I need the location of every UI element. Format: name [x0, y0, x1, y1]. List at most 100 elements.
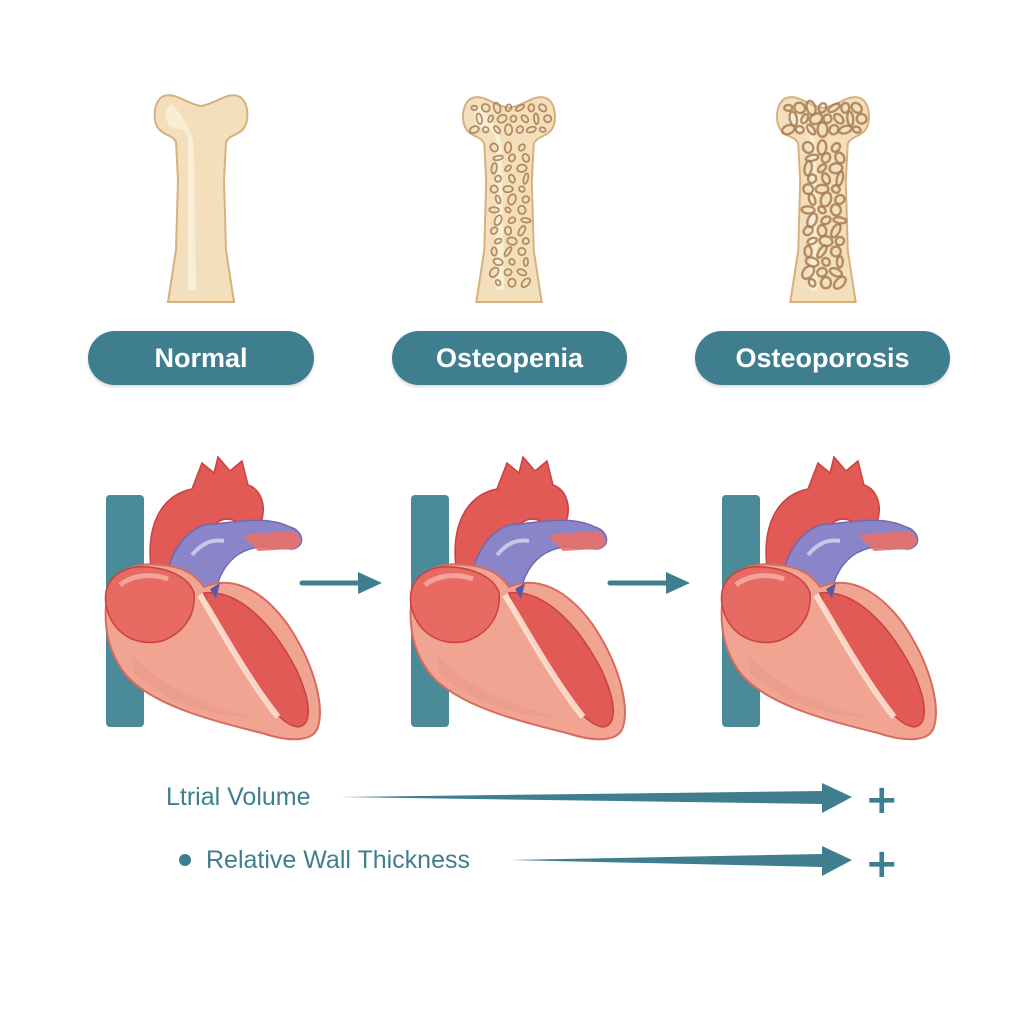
bone-pore — [506, 236, 518, 246]
bone-pore — [507, 277, 517, 288]
bone-pore — [480, 103, 491, 113]
bone-pore — [520, 277, 532, 289]
stage-label: Osteopenia — [435, 342, 584, 373]
bone-pore — [493, 237, 503, 245]
bone-pore — [814, 183, 830, 195]
bone-pore — [806, 173, 818, 185]
bone-pore — [470, 104, 479, 111]
bone-pore — [801, 140, 815, 155]
bone-pore — [492, 154, 504, 162]
bone-pore — [538, 103, 548, 113]
bone-pore — [507, 153, 516, 163]
stage-pill-normal: Normal — [88, 331, 314, 385]
bone-pore — [834, 151, 846, 165]
heart-icon-2 — [409, 455, 626, 741]
bone-pore — [493, 214, 503, 227]
bone-icon-normal — [153, 94, 249, 303]
bone-pore — [515, 125, 525, 134]
bone-pore — [516, 268, 528, 277]
bone-pore — [803, 159, 814, 177]
bone-pore — [793, 101, 807, 115]
stage-pill-osteoporosis: Osteoporosis — [695, 331, 950, 385]
bone-pore — [820, 151, 832, 164]
bone-pore — [855, 112, 868, 125]
bone-pore — [517, 224, 527, 237]
bone-pore — [507, 216, 517, 225]
bone-pore — [493, 125, 502, 135]
bone-pore — [816, 266, 828, 278]
stage-pill-osteopenia: Osteopenia — [392, 331, 627, 385]
arrow-right-icon — [607, 572, 690, 594]
stage-label: Osteoporosis — [735, 342, 910, 373]
bone-pore — [807, 277, 817, 288]
bone-pore — [829, 222, 842, 239]
trend-arrow-icon — [340, 783, 852, 813]
bone-pore — [821, 256, 831, 267]
bone-icon-osteopenia — [462, 96, 556, 304]
bone-pore — [783, 103, 794, 112]
heart-icon-1 — [104, 455, 321, 741]
bone-pore — [808, 112, 824, 126]
bone-pore — [475, 112, 483, 125]
bone-pore — [517, 204, 527, 215]
bone-pore — [520, 114, 530, 124]
plus-icon: + — [865, 841, 899, 887]
bone-pore — [816, 163, 828, 174]
bone-pore — [800, 113, 810, 125]
bone-pore — [837, 124, 853, 135]
bone-pore — [503, 225, 513, 236]
bone-pore — [829, 203, 843, 217]
bone-pore — [492, 257, 504, 267]
bone-pore — [827, 102, 841, 114]
bone-pore — [490, 246, 498, 257]
bone-pore — [817, 101, 828, 114]
bone-pore — [507, 193, 517, 206]
bone-pore — [543, 114, 553, 124]
bone-pore — [820, 215, 832, 226]
bone-pore — [503, 268, 513, 277]
bone-pore — [521, 195, 531, 204]
bone-pore — [794, 124, 805, 135]
bone-pore — [517, 246, 527, 257]
bone-pore — [850, 101, 863, 114]
bone-pore — [521, 153, 531, 163]
bone-pore — [489, 142, 499, 153]
trend-label-atrial-volume: Ltrial Volume — [166, 783, 311, 811]
bone-pore — [804, 153, 820, 163]
bone-pore — [832, 112, 845, 125]
bone-pore — [840, 101, 851, 114]
bone-pore — [525, 125, 537, 134]
bone-pore — [830, 141, 842, 154]
bone-pore — [829, 245, 842, 258]
bone-pore — [820, 172, 832, 186]
bone-pore — [481, 126, 490, 134]
bone-pore — [805, 123, 817, 136]
bone-pore — [816, 121, 829, 139]
bone-pore — [516, 163, 528, 173]
bone-pore — [490, 162, 498, 175]
plus-icon: + — [865, 777, 899, 823]
bone-pore — [830, 184, 841, 195]
bone-pore — [494, 194, 502, 205]
bone-pore — [517, 143, 526, 152]
bone-pore — [503, 123, 514, 136]
bone-pore — [494, 174, 503, 183]
bone-pore — [816, 244, 828, 259]
bone-pore — [780, 123, 796, 136]
bone-pore — [487, 114, 495, 123]
bone-pore — [503, 246, 513, 257]
bone-pore — [518, 185, 526, 193]
bullet-icon — [179, 854, 191, 866]
heart-icon-3 — [720, 455, 937, 741]
bone-pore — [508, 173, 516, 184]
bone-pore — [522, 256, 529, 267]
bone-pore — [835, 255, 844, 269]
bone-pore — [817, 205, 827, 215]
bone-pore — [521, 237, 530, 246]
bone-pore — [851, 125, 862, 134]
stage-label: Normal — [154, 342, 248, 373]
bone-pore — [504, 164, 512, 173]
bone-pore — [504, 206, 512, 214]
bone-pore — [503, 141, 513, 154]
bone-pore — [468, 125, 480, 134]
